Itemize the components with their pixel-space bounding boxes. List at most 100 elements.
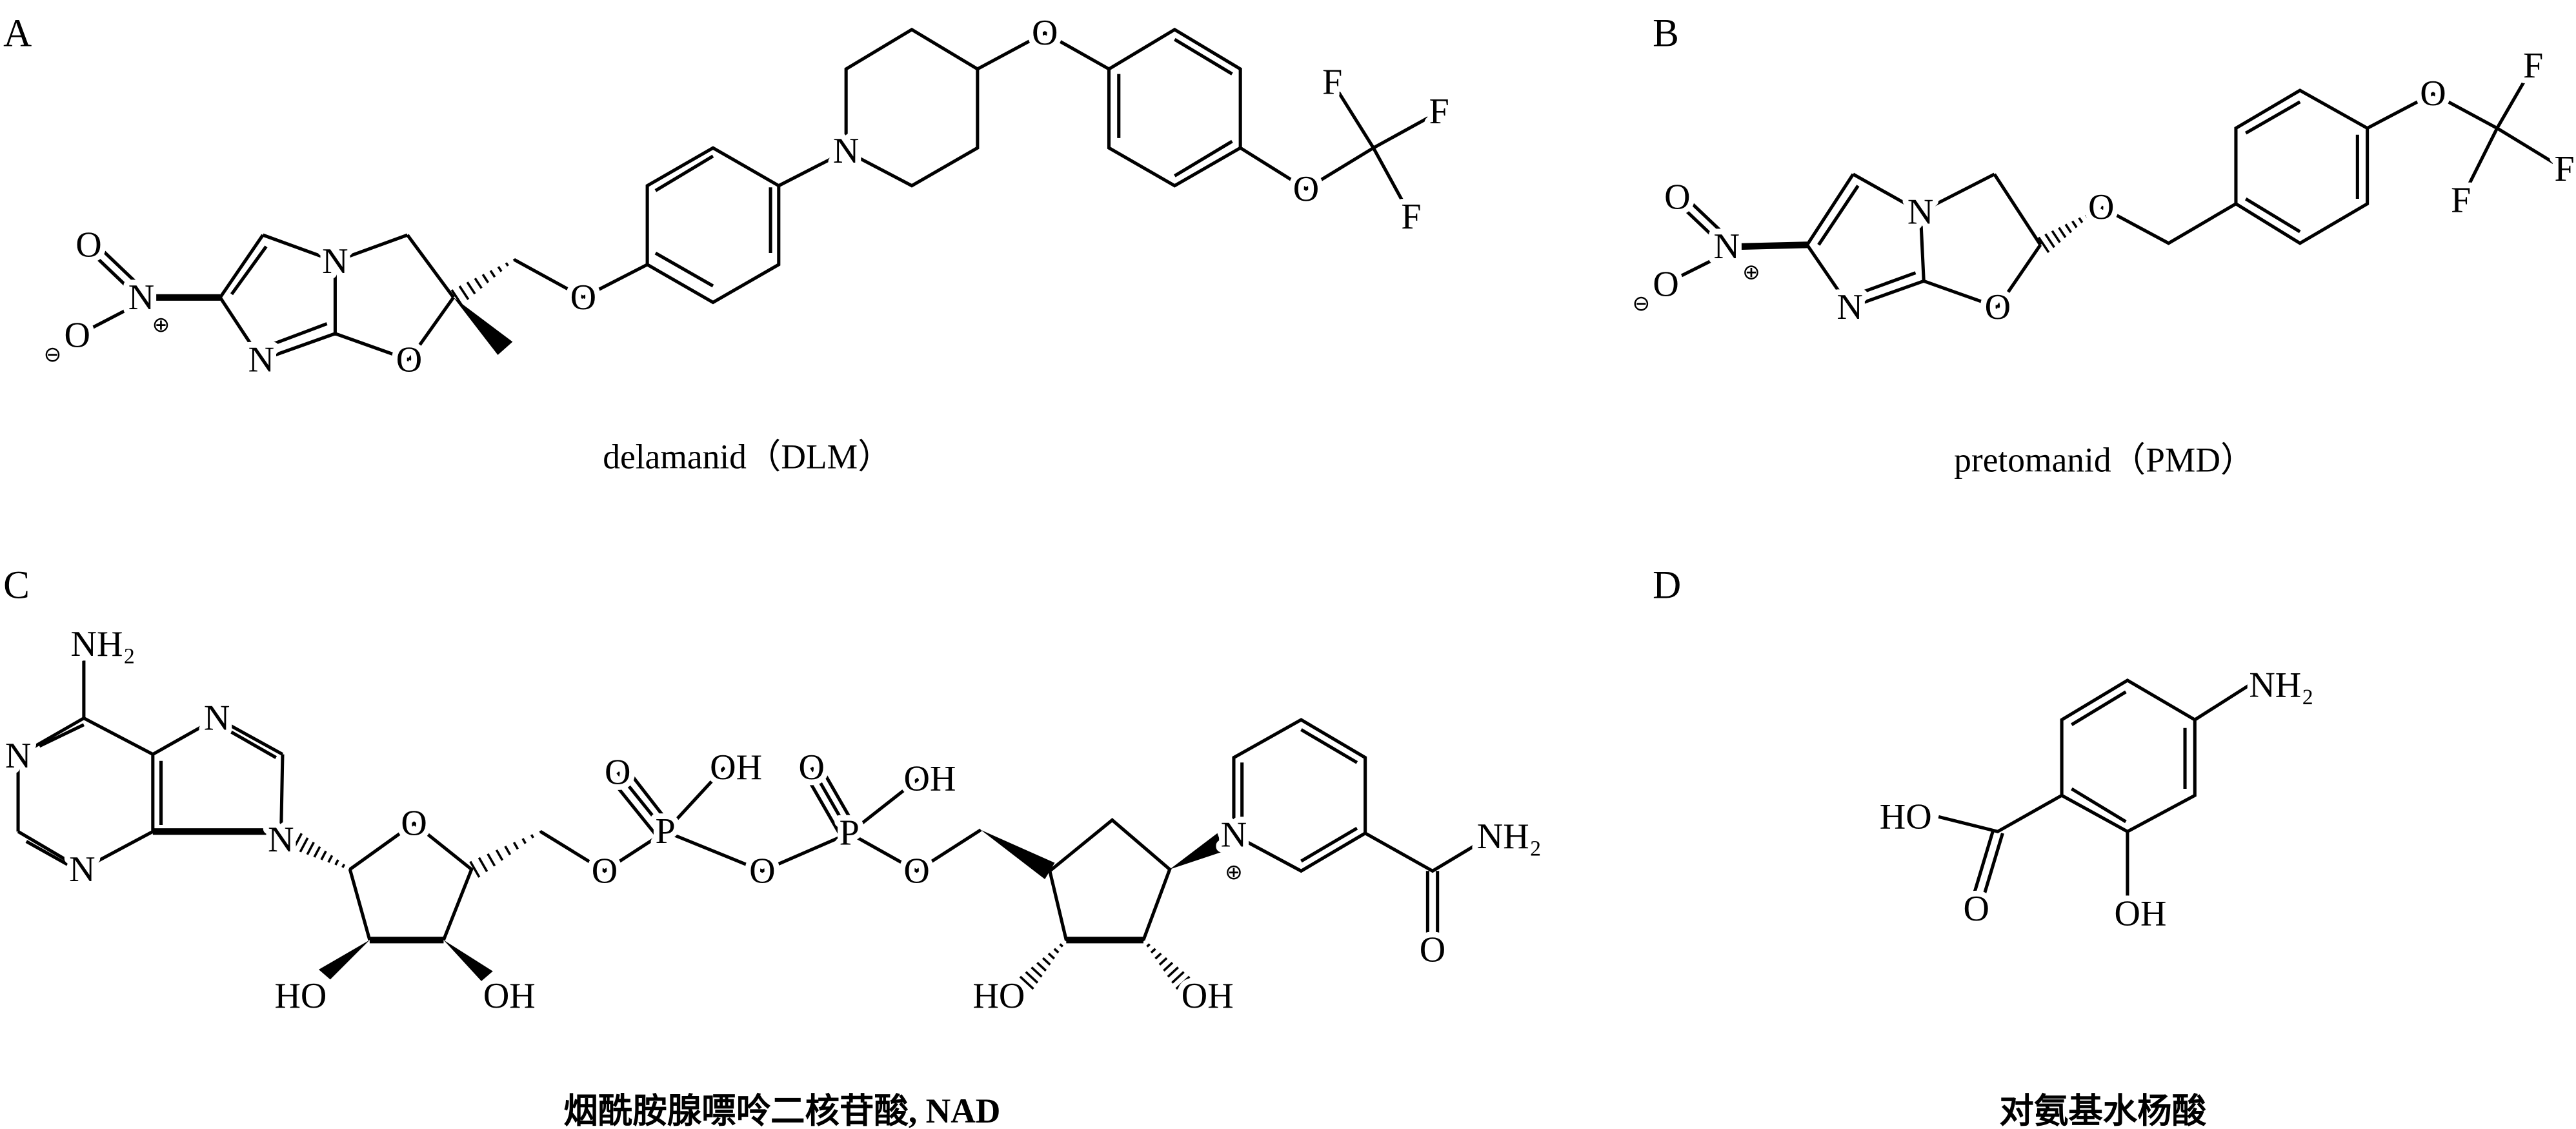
panel-d-aminosalicylic-acid: D NH₂ HO O OH 对氨基水杨酸 xyxy=(1653,564,2319,1129)
atom-label: O xyxy=(1985,287,2011,327)
panel-c-nad: C NH₂ N N N N O HO OH O P O OH O P O OH … xyxy=(0,564,1547,1129)
hash-stroke xyxy=(469,860,481,878)
hash-stroke xyxy=(1019,975,1034,990)
hash-stroke xyxy=(1163,962,1174,972)
panel-label-a: A xyxy=(3,12,32,55)
hashed-bond xyxy=(469,830,542,878)
atom-label: N xyxy=(128,278,154,318)
hash-stroke xyxy=(530,834,534,839)
atom-label: N xyxy=(268,820,294,860)
hash-stroke xyxy=(313,846,321,858)
hash-stroke xyxy=(1031,966,1043,978)
atom-label: OH xyxy=(483,976,536,1016)
atom-label: O xyxy=(798,748,824,788)
charge-plus: ⊕ xyxy=(1225,861,1243,884)
atom-label: O xyxy=(2088,187,2114,227)
hash-stroke xyxy=(1025,971,1039,984)
hash-stroke xyxy=(1146,943,1151,948)
charge-plus: ⊕ xyxy=(152,314,170,337)
panel-b-pretomanid: B O N ⊕ O ⊖ N N O O O F F F pretomanid（P… xyxy=(1627,12,2576,479)
wedge-bond xyxy=(1169,833,1224,870)
atom-label: O xyxy=(2420,74,2446,114)
hash-stroke xyxy=(341,863,346,868)
atom-label: O xyxy=(64,315,90,355)
hash-stroke xyxy=(2084,214,2089,219)
wedge-bond xyxy=(443,940,493,981)
atom-label: HO xyxy=(274,976,327,1016)
hash-stroke xyxy=(489,270,496,278)
hash-stroke xyxy=(512,842,519,850)
caption-delamanid: delamanid（DLM） xyxy=(603,438,892,476)
panel-label-d: D xyxy=(1653,564,1681,607)
hash-stroke xyxy=(327,855,334,863)
hash-stroke xyxy=(505,262,509,267)
atom-label: N xyxy=(5,736,31,776)
hashed-bond xyxy=(292,833,352,871)
atom-label: NH₂ xyxy=(2249,666,2313,706)
hash-stroke xyxy=(1053,948,1060,954)
hash-stroke xyxy=(458,285,470,300)
hash-stroke xyxy=(1142,939,1145,942)
bonds-delamanid xyxy=(89,27,1440,361)
caption-aminosalicylic-acid: 对氨基水杨酸 xyxy=(1999,1092,2206,1129)
hash-stroke xyxy=(450,289,463,306)
atom-label: HO xyxy=(972,976,1025,1016)
hash-stroke xyxy=(299,837,309,853)
atom-label: O xyxy=(749,851,775,891)
bonds-nad xyxy=(16,660,1491,941)
atom-label: HO xyxy=(1880,797,1932,837)
hash-stroke xyxy=(1175,975,1191,990)
hash-stroke xyxy=(1154,952,1162,960)
hash-stroke xyxy=(1047,952,1056,960)
atom-label: N xyxy=(833,131,859,171)
atom-label: F xyxy=(2523,46,2543,86)
atom-label: N xyxy=(1714,227,1740,267)
hash-stroke xyxy=(2051,230,2061,243)
atom-label: N xyxy=(1907,192,1933,232)
hash-stroke xyxy=(466,281,476,295)
charge-plus: ⊕ xyxy=(1742,261,1760,285)
hash-stroke xyxy=(495,849,504,861)
hash-stroke xyxy=(1036,962,1047,972)
atom-label: F xyxy=(1429,92,1449,132)
hash-stroke xyxy=(497,266,503,272)
atom-label: O xyxy=(903,851,929,891)
bonds-pretomanid xyxy=(1676,65,2566,309)
panel-label-b: B xyxy=(1653,12,1679,55)
atom-label: OH xyxy=(904,759,956,799)
caption-nad: 烟酰胺腺嘌呤二核苷酸, NAD xyxy=(563,1092,1000,1129)
hash-stroke xyxy=(2044,233,2056,249)
atom-label: NH₂ xyxy=(71,624,136,664)
hash-stroke xyxy=(487,853,496,867)
wedge-bond xyxy=(318,940,370,980)
bonds-thick xyxy=(152,828,1143,944)
atom-label: F xyxy=(1401,197,1421,237)
atom-label: OH xyxy=(2115,893,2167,933)
atom-label: F xyxy=(1322,62,1342,102)
atom-label: O xyxy=(75,225,101,265)
hashed-bond xyxy=(2037,210,2095,253)
hash-stroke xyxy=(334,859,339,866)
hash-stroke xyxy=(2071,220,2078,229)
hash-stroke xyxy=(474,278,483,289)
atom-label: O xyxy=(1420,930,1445,970)
hash-stroke xyxy=(1059,943,1063,948)
atom-label: O xyxy=(1653,264,1678,304)
atom-label: NH₂ xyxy=(1477,817,1542,857)
hash-stroke xyxy=(292,833,303,850)
hash-stroke xyxy=(2037,236,2050,253)
hash-stroke xyxy=(306,841,315,855)
hash-stroke xyxy=(504,845,512,855)
hashed-bond xyxy=(450,258,516,306)
atom-label: F xyxy=(2451,181,2471,221)
hash-stroke xyxy=(481,274,490,283)
atom-label: O xyxy=(570,278,596,318)
hash-stroke xyxy=(539,830,542,833)
hash-stroke xyxy=(1041,957,1051,966)
atom-label: OH xyxy=(1182,976,1234,1016)
hash-stroke xyxy=(2078,217,2084,223)
wedge-bond xyxy=(980,829,1055,880)
hash-stroke xyxy=(2064,223,2072,234)
hash-stroke xyxy=(1150,948,1156,954)
atom-label: O xyxy=(1293,169,1319,209)
